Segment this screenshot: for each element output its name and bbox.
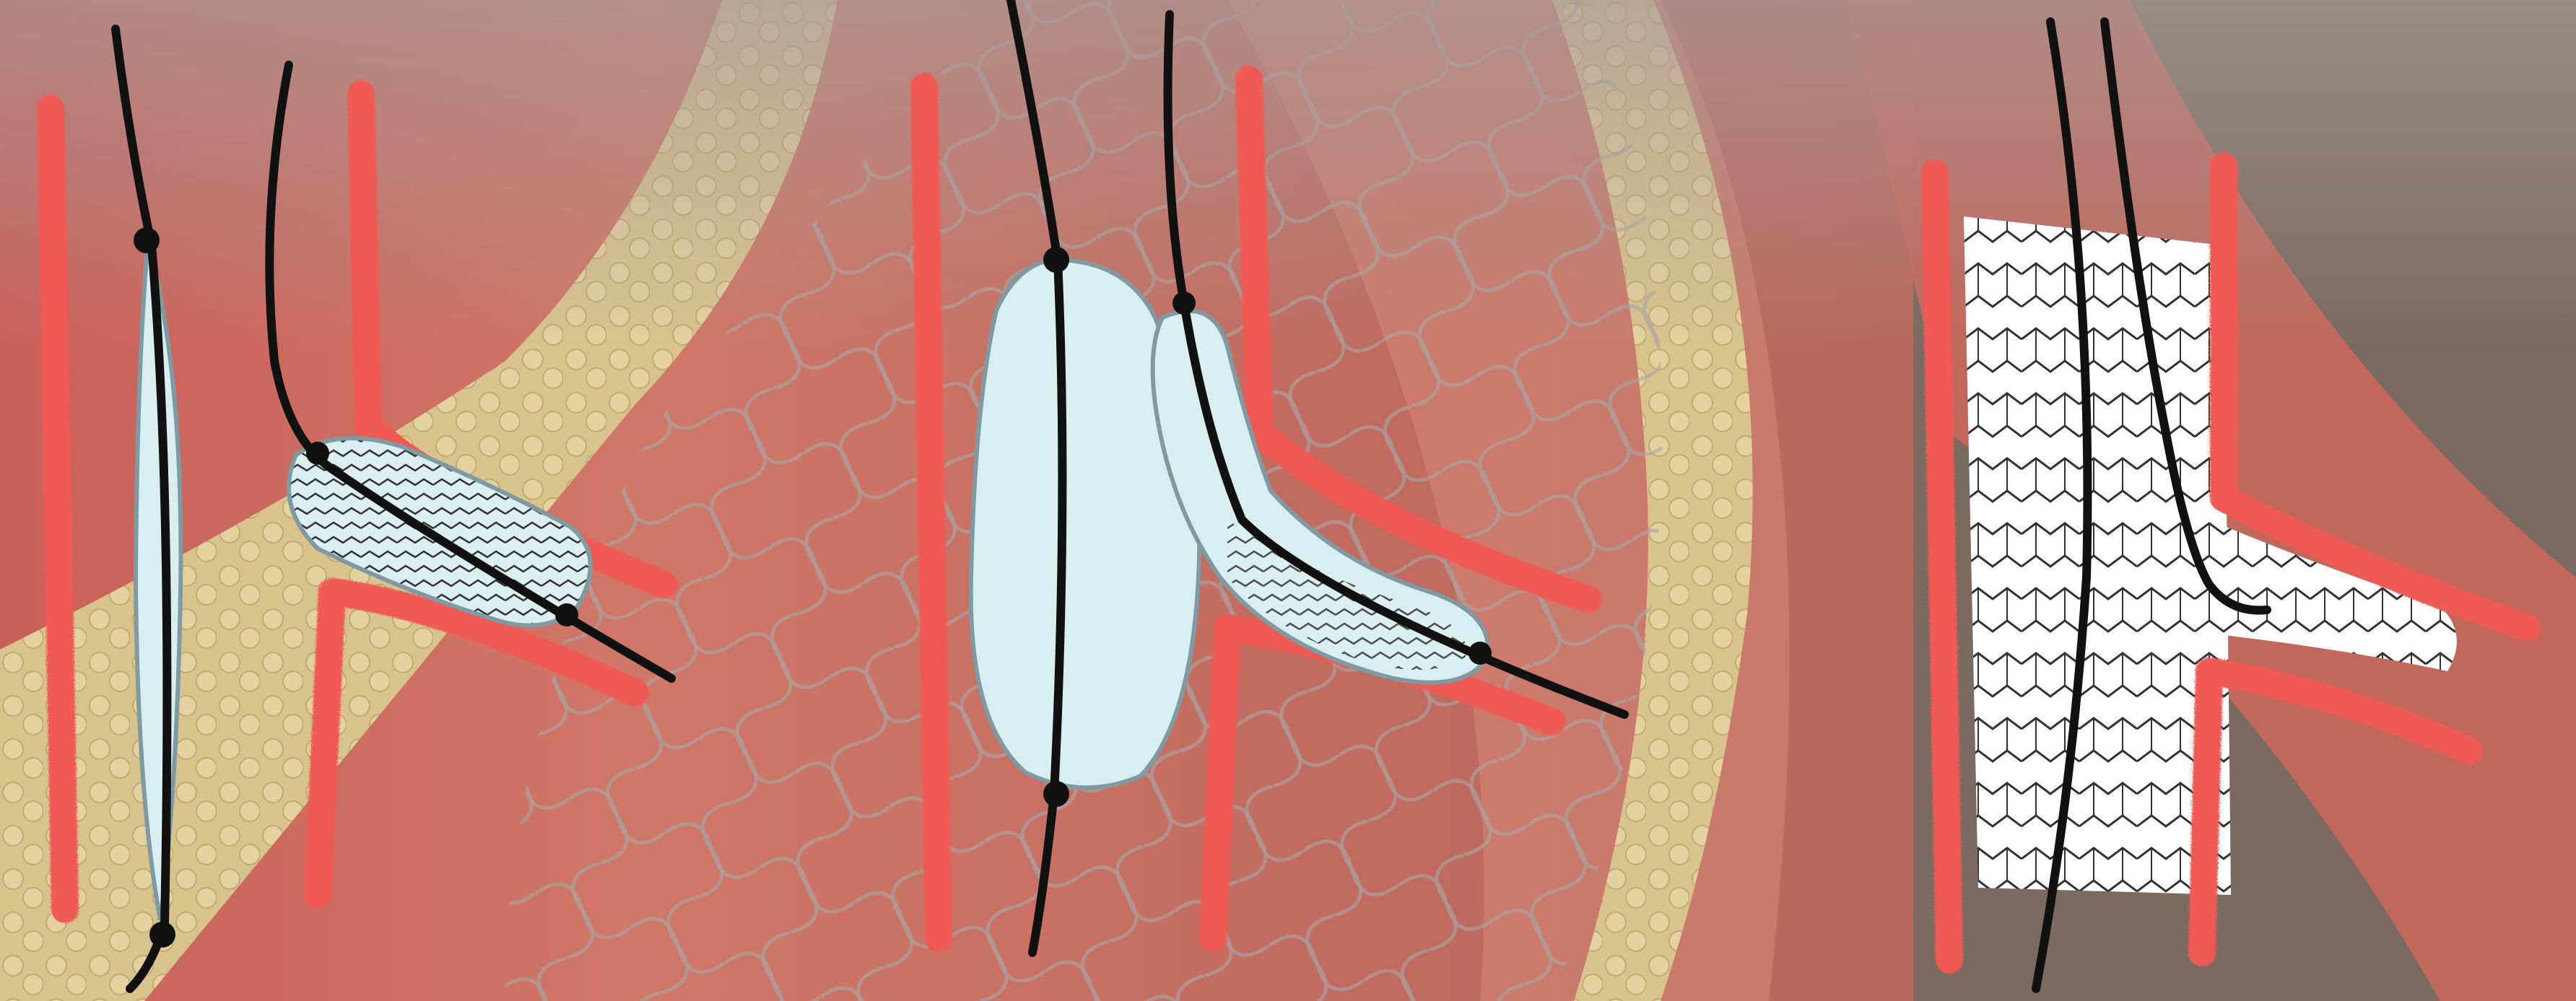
side-balloon-marker-proximal xyxy=(1172,292,1196,315)
main-balloon-marker-distal xyxy=(1043,781,1069,807)
main-balloon-marker-proximal xyxy=(1043,247,1069,273)
main-branch-stent xyxy=(1964,217,2231,895)
main-vessel-wall-left xyxy=(924,87,939,938)
side-balloon-marker-distal xyxy=(1468,642,1492,665)
stent-marker-distal xyxy=(555,603,578,626)
balloon-marker-distal xyxy=(149,922,175,948)
main-vessel-wall-left xyxy=(1935,173,1949,960)
balloon-marker-proximal xyxy=(134,227,160,253)
stent-marker-proximal xyxy=(306,442,329,465)
main-vessel-wall-left xyxy=(51,108,65,909)
